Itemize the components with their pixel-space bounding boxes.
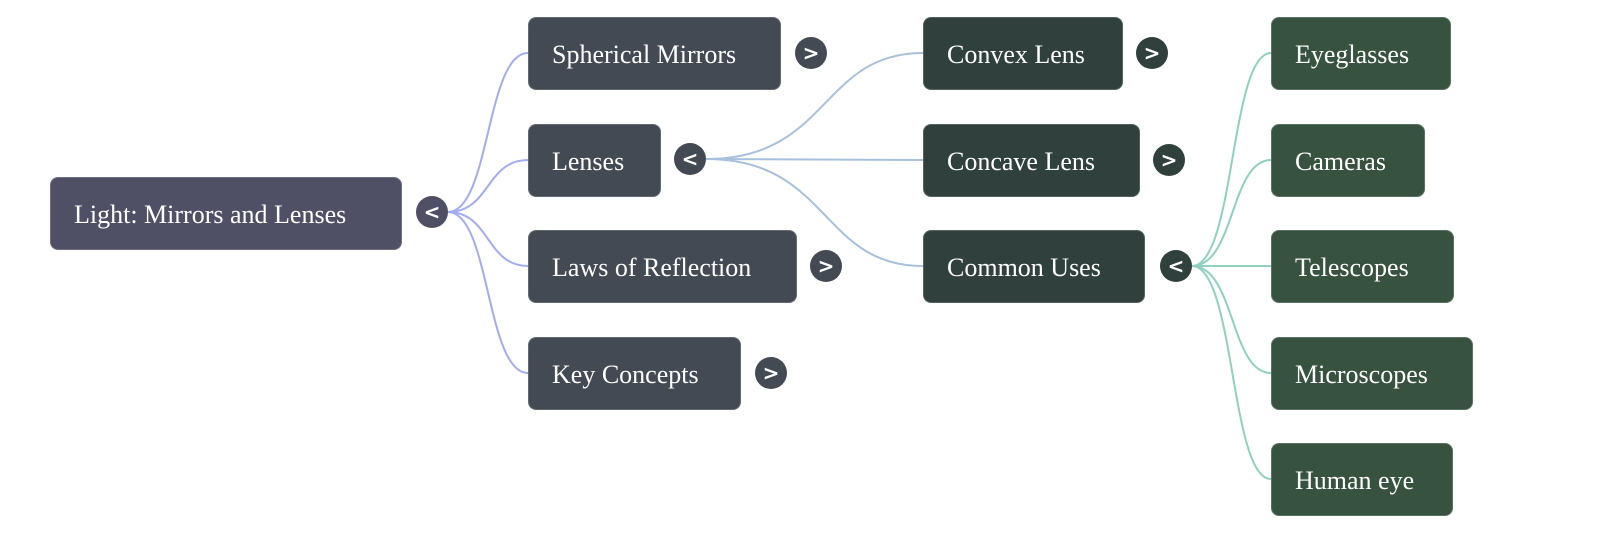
- edge-common-uses-microscopes: [1191, 265, 1272, 374]
- edge-lenses-convex-lens: [705, 52, 924, 160]
- node-lenses[interactable]: Lenses: [528, 124, 661, 197]
- node-label: Cameras: [1295, 147, 1386, 176]
- edge-root-laws-of-reflection: [447, 211, 529, 267]
- collapse-toggle-common-uses[interactable]: <: [1160, 250, 1192, 282]
- edge-root-spherical-mirrors: [447, 52, 529, 213]
- node-key-concepts[interactable]: Key Concepts: [528, 337, 741, 410]
- edge-root-lenses: [447, 159, 529, 213]
- node-label: Convex Lens: [947, 40, 1085, 69]
- node-label: Eyeglasses: [1295, 40, 1410, 69]
- expand-toggle-spherical-mirrors[interactable]: >: [795, 37, 827, 69]
- expand-toggle-key-concepts[interactable]: >: [755, 357, 787, 389]
- node-label: Human eye: [1295, 466, 1415, 495]
- chevron-right-icon: >: [817, 254, 835, 278]
- node-convex-lens[interactable]: Convex Lens: [923, 17, 1123, 90]
- node-label: Microscopes: [1295, 360, 1428, 389]
- node-label: Lenses: [552, 147, 625, 176]
- node-label: Concave Lens: [947, 147, 1096, 176]
- edge-root-key-concepts: [447, 211, 529, 374]
- chevron-right-icon: >: [1143, 41, 1161, 65]
- edge-common-uses-human-eye: [1191, 265, 1272, 480]
- root-node-label: Light: Mirrors and Lenses: [74, 200, 347, 229]
- node-human-eye[interactable]: Human eye: [1271, 443, 1453, 516]
- node-eyeglasses[interactable]: Eyeglasses: [1271, 17, 1451, 90]
- chevron-right-icon: >: [762, 361, 780, 385]
- node-spherical-mirrors[interactable]: Spherical Mirrors: [528, 17, 781, 90]
- chevron-right-icon: >: [802, 41, 820, 65]
- node-label: Telescopes: [1295, 253, 1409, 282]
- edge-common-uses-eyeglasses: [1191, 52, 1272, 267]
- node-common-uses[interactable]: Common Uses: [923, 230, 1145, 303]
- edge-lenses-concave-lens: [705, 158, 924, 161]
- node-microscopes[interactable]: Microscopes: [1271, 337, 1473, 410]
- node-laws-of-reflection[interactable]: Laws of Reflection: [528, 230, 797, 303]
- node-cameras[interactable]: Cameras: [1271, 124, 1425, 197]
- edge-common-uses-cameras: [1191, 159, 1272, 267]
- collapse-toggle-root[interactable]: <: [416, 196, 448, 228]
- expand-toggle-laws-of-reflection[interactable]: >: [810, 250, 842, 282]
- chevron-left-icon: <: [1167, 254, 1185, 278]
- node-label: Key Concepts: [552, 360, 699, 389]
- root-node[interactable]: Light: Mirrors and Lenses: [50, 177, 402, 250]
- node-concave-lens[interactable]: Concave Lens: [923, 124, 1140, 197]
- node-telescopes[interactable]: Telescopes: [1271, 230, 1454, 303]
- chevron-left-icon: <: [423, 200, 441, 224]
- node-label: Laws of Reflection: [552, 253, 752, 282]
- expand-toggle-concave-lens[interactable]: >: [1153, 144, 1185, 176]
- node-label: Spherical Mirrors: [552, 40, 737, 69]
- collapse-toggle-lenses[interactable]: <: [674, 143, 706, 175]
- edge-lenses-common-uses: [705, 158, 924, 267]
- node-label: Common Uses: [947, 253, 1101, 282]
- chevron-left-icon: <: [681, 147, 699, 171]
- chevron-right-icon: >: [1160, 148, 1178, 172]
- expand-toggle-convex-lens[interactable]: >: [1136, 37, 1168, 69]
